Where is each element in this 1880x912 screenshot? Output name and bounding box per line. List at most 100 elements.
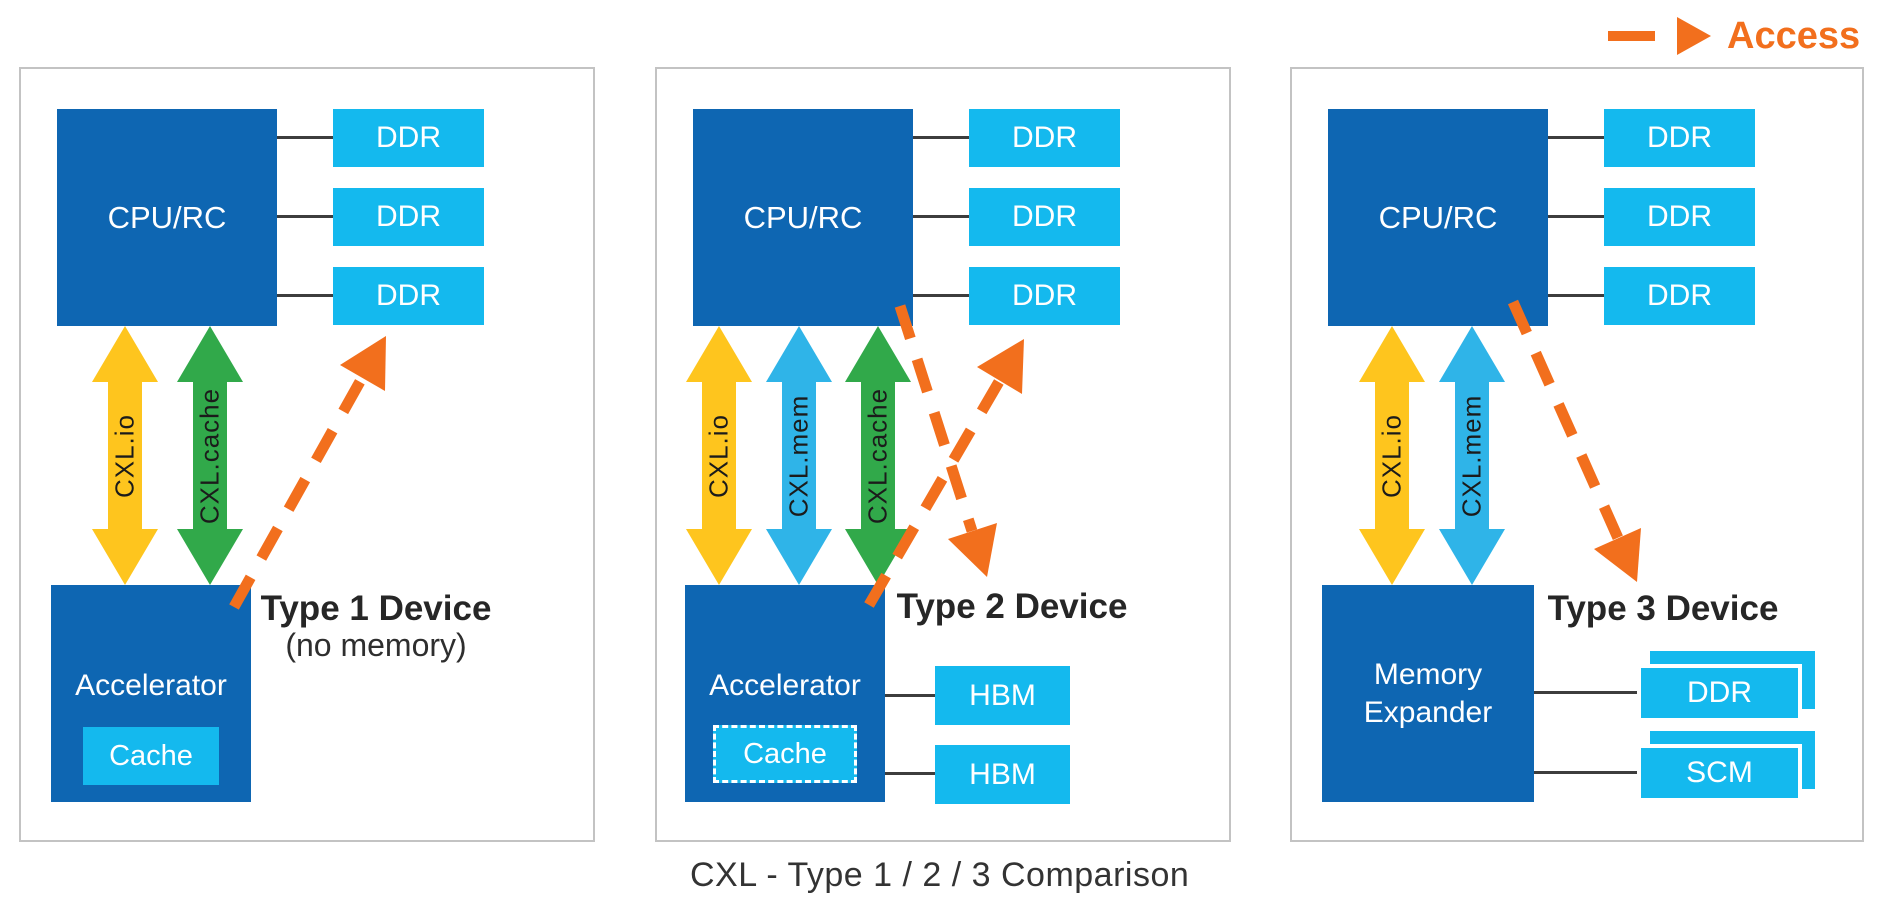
stack-front-card: DDR <box>1637 664 1802 722</box>
cxl-io-arrow: CXL.io <box>92 326 158 585</box>
arrow-up-icon <box>845 326 911 382</box>
access-arrowhead-icon <box>1677 17 1711 55</box>
connector-line <box>885 772 935 775</box>
connector-line <box>277 136 333 139</box>
access-legend: Access <box>1608 14 1860 58</box>
cache-label: Cache <box>743 737 827 770</box>
cpu-rc-block: CPU/RC <box>57 109 277 326</box>
hbm-label: HBM <box>969 678 1036 712</box>
panel-title: Type 3 Device <box>1518 589 1808 628</box>
arrow-shaft <box>193 382 227 529</box>
panel-type2-device: CPU/RC DDR DDR DDR CXL.io CXL.mem CXL.ca… <box>655 67 1231 842</box>
arrow-up-icon <box>1439 326 1505 382</box>
ddr-block: DDR <box>969 267 1120 325</box>
arrow-down-icon <box>766 529 832 585</box>
memory-expander-label: Memory Expander <box>1363 658 1493 729</box>
arrow-shaft <box>1455 382 1489 529</box>
accelerator-block: Accelerator Cache <box>685 585 885 802</box>
connector-line <box>277 215 333 218</box>
cxl-cache-label: CXL.cache <box>862 387 893 524</box>
cxl-io-label: CXL.io <box>109 413 140 498</box>
ddr-block: DDR <box>969 109 1120 167</box>
panel-type3-device: CPU/RC DDR DDR DDR CXL.io CXL.mem Memory… <box>1290 67 1864 842</box>
accelerator-block: Accelerator Cache <box>51 585 251 802</box>
cxl-mem-label: CXL.mem <box>1456 394 1487 517</box>
memory-expander-block: Memory Expander <box>1322 585 1534 802</box>
arrow-down-icon <box>177 529 243 585</box>
scm-label: SCM <box>1686 756 1753 789</box>
arrow-shaft <box>702 382 736 529</box>
access-dash-icon <box>1608 31 1655 41</box>
arrow-down-icon <box>845 529 911 585</box>
connector-line <box>277 294 333 297</box>
panel-type1-device: CPU/RC DDR DDR DDR CXL.io CXL.cache Acce… <box>19 67 595 842</box>
connector-line <box>1534 771 1637 774</box>
access-legend-label: Access <box>1727 14 1861 57</box>
access-arrowhead-icon <box>948 523 997 577</box>
ddr-stack-block: DDR <box>1637 651 1815 722</box>
ddr-block: DDR <box>1604 188 1755 246</box>
cpu-rc-label: CPU/RC <box>743 199 863 235</box>
ddr-label: DDR <box>1647 279 1712 312</box>
arrow-down-icon <box>686 529 752 585</box>
ddr-label: DDR <box>376 279 441 312</box>
arrow-shaft <box>1375 382 1409 529</box>
arrow-up-icon <box>177 326 243 382</box>
hbm-label: HBM <box>969 757 1036 791</box>
access-arrowhead-icon <box>977 339 1024 394</box>
panel-title: Type 2 Device <box>867 587 1157 626</box>
arrow-down-icon <box>1439 529 1505 585</box>
panel-subtitle-text: (no memory) <box>285 627 467 664</box>
ddr-label: DDR <box>1647 200 1712 233</box>
cpu-rc-block: CPU/RC <box>693 109 913 326</box>
connector-line <box>913 215 969 218</box>
ddr-label: DDR <box>1012 279 1077 312</box>
connector-line <box>1534 691 1637 694</box>
accelerator-label: Accelerator <box>75 669 227 702</box>
cache-label: Cache <box>109 739 193 772</box>
arrow-up-icon <box>766 326 832 382</box>
cache-block: Cache <box>83 727 219 785</box>
ddr-block: DDR <box>333 267 484 325</box>
cxl-mem-label: CXL.mem <box>783 394 814 517</box>
arrow-down-icon <box>92 529 158 585</box>
ddr-block: DDR <box>333 109 484 167</box>
connector-line <box>1548 136 1604 139</box>
connector-line <box>885 694 935 697</box>
ddr-label: DDR <box>376 121 441 154</box>
diagram-caption: CXL - Type 1 / 2 / 3 Comparison <box>690 856 1190 894</box>
cxl-cache-arrow: CXL.cache <box>177 326 243 585</box>
cxl-mem-arrow: CXL.mem <box>1439 326 1505 585</box>
arrow-shaft <box>782 382 816 529</box>
panel-title-text: Type 3 Device <box>1547 589 1779 628</box>
cxl-io-label: CXL.io <box>1376 413 1407 498</box>
cxl-cache-label: CXL.cache <box>194 387 225 524</box>
cpu-rc-block: CPU/RC <box>1328 109 1548 326</box>
ddr-block: DDR <box>969 188 1120 246</box>
ddr-label: DDR <box>1647 121 1712 154</box>
accelerator-label: Accelerator <box>709 669 861 702</box>
panel-title-text: Type 1 Device <box>260 589 492 628</box>
arrow-down-icon <box>1359 529 1425 585</box>
cache-block-dashed: Cache <box>713 725 857 783</box>
panel-title: Type 1 Device (no memory) <box>231 589 521 664</box>
ddr-label: DDR <box>1012 200 1077 233</box>
arrow-shaft <box>108 382 142 529</box>
ddr-block: DDR <box>1604 267 1755 325</box>
ddr-label: DDR <box>376 200 441 233</box>
cxl-io-arrow: CXL.io <box>686 326 752 585</box>
ddr-label: DDR <box>1687 676 1752 709</box>
cxl-mem-arrow: CXL.mem <box>766 326 832 585</box>
arrow-up-icon <box>686 326 752 382</box>
cxl-io-arrow: CXL.io <box>1359 326 1425 585</box>
hbm-block: HBM <box>935 745 1070 804</box>
cpu-rc-label: CPU/RC <box>1378 199 1498 235</box>
arrow-up-icon <box>1359 326 1425 382</box>
stack-front-card: SCM <box>1637 744 1802 802</box>
ddr-block: DDR <box>333 188 484 246</box>
connector-line <box>1548 294 1604 297</box>
panel-title-text: Type 2 Device <box>896 587 1128 626</box>
access-arrowhead-icon <box>340 336 386 391</box>
cxl-io-label: CXL.io <box>703 413 734 498</box>
